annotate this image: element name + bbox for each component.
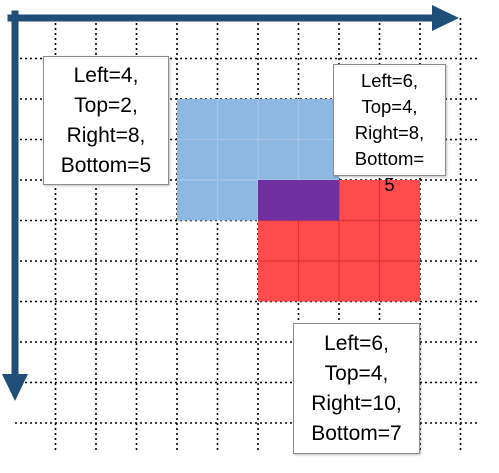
label-line: 5 — [384, 174, 395, 195]
arrow-right-icon — [432, 5, 459, 31]
label-rect-c: Left=6, Top=4, Right=10, Bottom=7 — [293, 323, 420, 454]
label-line: Right=8, — [354, 122, 425, 143]
label-intersection: Left=6, Top=4, Right=8, Bottom= 5 — [333, 64, 446, 195]
label-line: Left=4, — [73, 64, 139, 87]
rectangles-layer — [177, 99, 420, 302]
label-line: Left=6, — [360, 70, 419, 91]
label-rect-a: Left=4, Top=2, Right=8, Bottom=5 — [43, 56, 169, 185]
label-line: Bottom=7 — [311, 422, 402, 445]
axes — [2, 5, 459, 401]
label-line: Top=2, — [74, 94, 138, 117]
label-line: Right=10, — [311, 392, 402, 415]
label-line: Top=4, — [361, 96, 418, 117]
label-line: Bottom=5 — [60, 154, 152, 177]
arrow-down-icon — [2, 374, 28, 401]
intersection-rect — [258, 180, 339, 221]
label-line: Bottom= — [354, 148, 425, 169]
label-line: Left=6, — [324, 332, 389, 355]
label-line: Top=4, — [324, 362, 389, 385]
label-line: Right=8, — [66, 124, 146, 147]
